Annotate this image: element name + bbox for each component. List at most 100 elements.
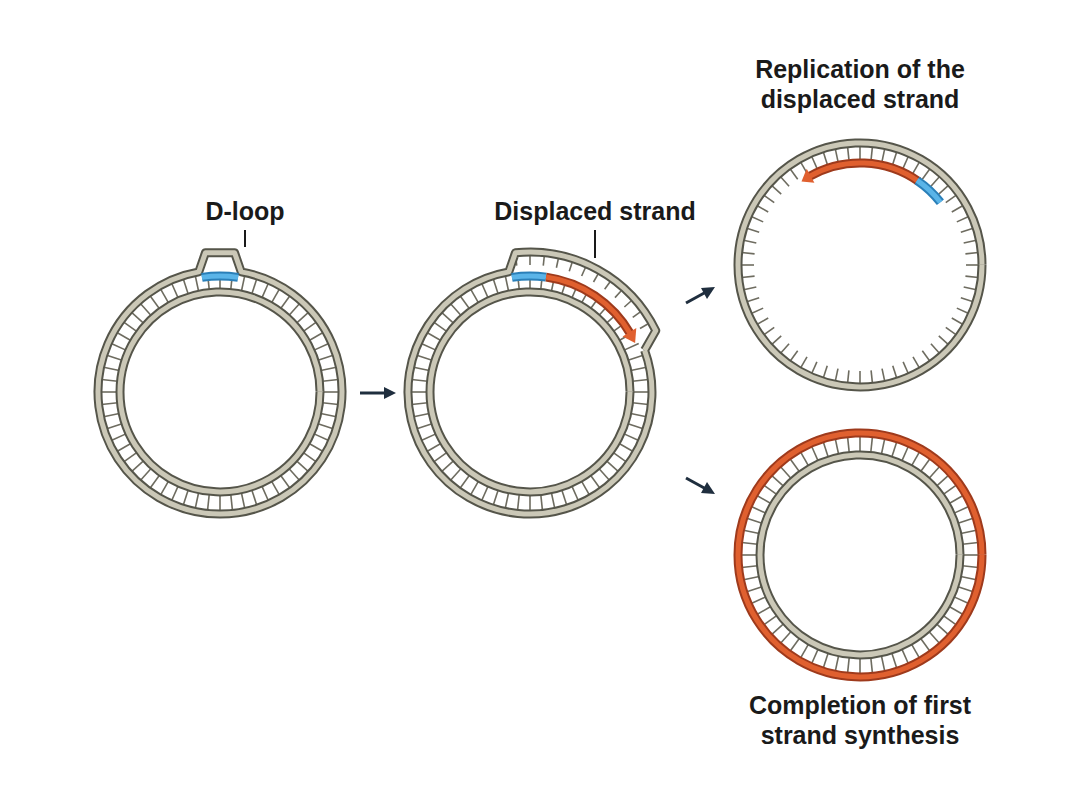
base-pair-tick <box>150 475 159 488</box>
figure-label: Replication of the displaced strand <box>720 54 1000 114</box>
base-pair-tick <box>929 632 940 644</box>
base-pair-tick <box>640 324 648 329</box>
base-pair-tick <box>742 276 755 277</box>
base-pair-tick <box>964 240 977 243</box>
base-pair-tick <box>562 490 567 505</box>
base-pair-tick <box>780 177 789 187</box>
base-pair-tick <box>952 206 963 213</box>
base-pair-tick <box>751 308 763 313</box>
base-pair-tick <box>949 496 963 504</box>
base-pair-tick <box>963 554 979 556</box>
base-pair-tick <box>790 169 798 180</box>
base-pair-tick <box>764 485 777 494</box>
step-arrow <box>686 478 706 489</box>
base-pair-tick <box>954 507 969 514</box>
base-pair-tick <box>321 413 337 416</box>
base-pair-tick <box>632 380 648 382</box>
base-pair-tick <box>219 495 221 511</box>
base-pair-tick <box>414 413 430 416</box>
base-pair-tick <box>556 259 558 268</box>
base-pair-tick <box>117 444 131 452</box>
base-pair-tick <box>633 312 640 317</box>
base-pair-tick <box>859 658 861 674</box>
base-pair-tick <box>314 434 329 441</box>
base-pair-tick <box>946 195 957 203</box>
base-pair-tick <box>943 485 956 494</box>
base-pair-tick <box>272 289 280 303</box>
base-pair-tick <box>801 644 809 658</box>
red-strand-edge <box>738 433 982 677</box>
base-pair-tick <box>172 486 179 501</box>
base-pair-tick <box>958 518 973 523</box>
base-pair-tick <box>132 312 144 323</box>
base-pair-tick <box>747 228 759 232</box>
base-pair-tick <box>297 312 309 323</box>
base-pair-tick <box>619 444 633 452</box>
base-pair-tick <box>823 442 828 457</box>
base-pair-tick <box>790 459 799 472</box>
base-pair-tick <box>582 481 590 495</box>
base-pair-tick <box>772 624 784 635</box>
base-pair-tick <box>835 439 838 455</box>
base-pair-tick <box>957 308 969 313</box>
strand-arrowhead <box>623 328 637 343</box>
base-pair-tick <box>742 253 755 254</box>
base-pair-tick <box>742 543 758 545</box>
base-pair-tick <box>772 475 784 486</box>
base-pair-tick <box>772 336 782 345</box>
base-pair-tick <box>742 566 758 568</box>
arrow-head <box>384 387 396 399</box>
base-pair-tick <box>183 490 188 505</box>
base-pair-tick <box>757 206 768 213</box>
base-pair-tick <box>772 185 782 194</box>
base-pair-tick <box>434 453 447 462</box>
base-pair-tick <box>835 656 838 672</box>
blue-strand-edge <box>917 180 940 202</box>
base-pair-tick <box>965 253 978 254</box>
base-pair-tick <box>140 469 151 481</box>
base-pair-tick <box>505 276 508 292</box>
base-pair-tick <box>309 333 323 341</box>
strand-arrowhead <box>802 169 815 183</box>
base-pair-tick <box>949 607 963 615</box>
grey-strand <box>120 292 320 492</box>
base-pair-tick <box>812 362 817 374</box>
base-pair-tick <box>633 391 649 393</box>
leader-lines <box>245 230 595 258</box>
base-pair-tick <box>957 217 969 222</box>
base-pair-tick <box>442 461 454 472</box>
base-pair-tick <box>812 156 817 168</box>
base-pair-tick <box>881 439 884 455</box>
base-pair-tick <box>272 481 280 495</box>
base-pair-tick <box>427 333 441 341</box>
base-pair-tick <box>252 490 257 505</box>
base-pair-tick <box>322 403 338 405</box>
base-pair-tick <box>421 434 436 441</box>
base-pair-tick <box>744 240 757 243</box>
base-pair-tick <box>931 177 940 187</box>
base-pair-tick <box>751 507 766 514</box>
grey-strand-edge <box>408 252 656 514</box>
base-pair-tick <box>912 644 920 658</box>
base-pair-tick <box>937 624 949 635</box>
base-pair-tick <box>823 152 827 164</box>
red-strand <box>546 277 630 334</box>
base-pair-tick <box>605 282 610 289</box>
base-pair-tick <box>744 287 757 290</box>
base-pair-tick <box>599 469 610 481</box>
base-pair-tick <box>848 147 849 160</box>
base-pair-tick <box>183 279 188 294</box>
arrow-head <box>701 287 715 299</box>
base-pair-tick <box>582 268 586 276</box>
process-arrows <box>360 287 715 494</box>
red-strand <box>738 433 982 677</box>
base-pair-tick <box>952 318 963 325</box>
base-pair-tick <box>871 657 873 673</box>
base-pair-tick <box>757 496 771 504</box>
base-pair-tick <box>931 344 940 354</box>
grey-strand-edge <box>738 143 982 387</box>
base-pair-tick <box>289 469 300 481</box>
base-pair-tick <box>790 638 799 651</box>
base-pair-tick <box>195 276 198 292</box>
base-pair-tick <box>314 344 329 351</box>
